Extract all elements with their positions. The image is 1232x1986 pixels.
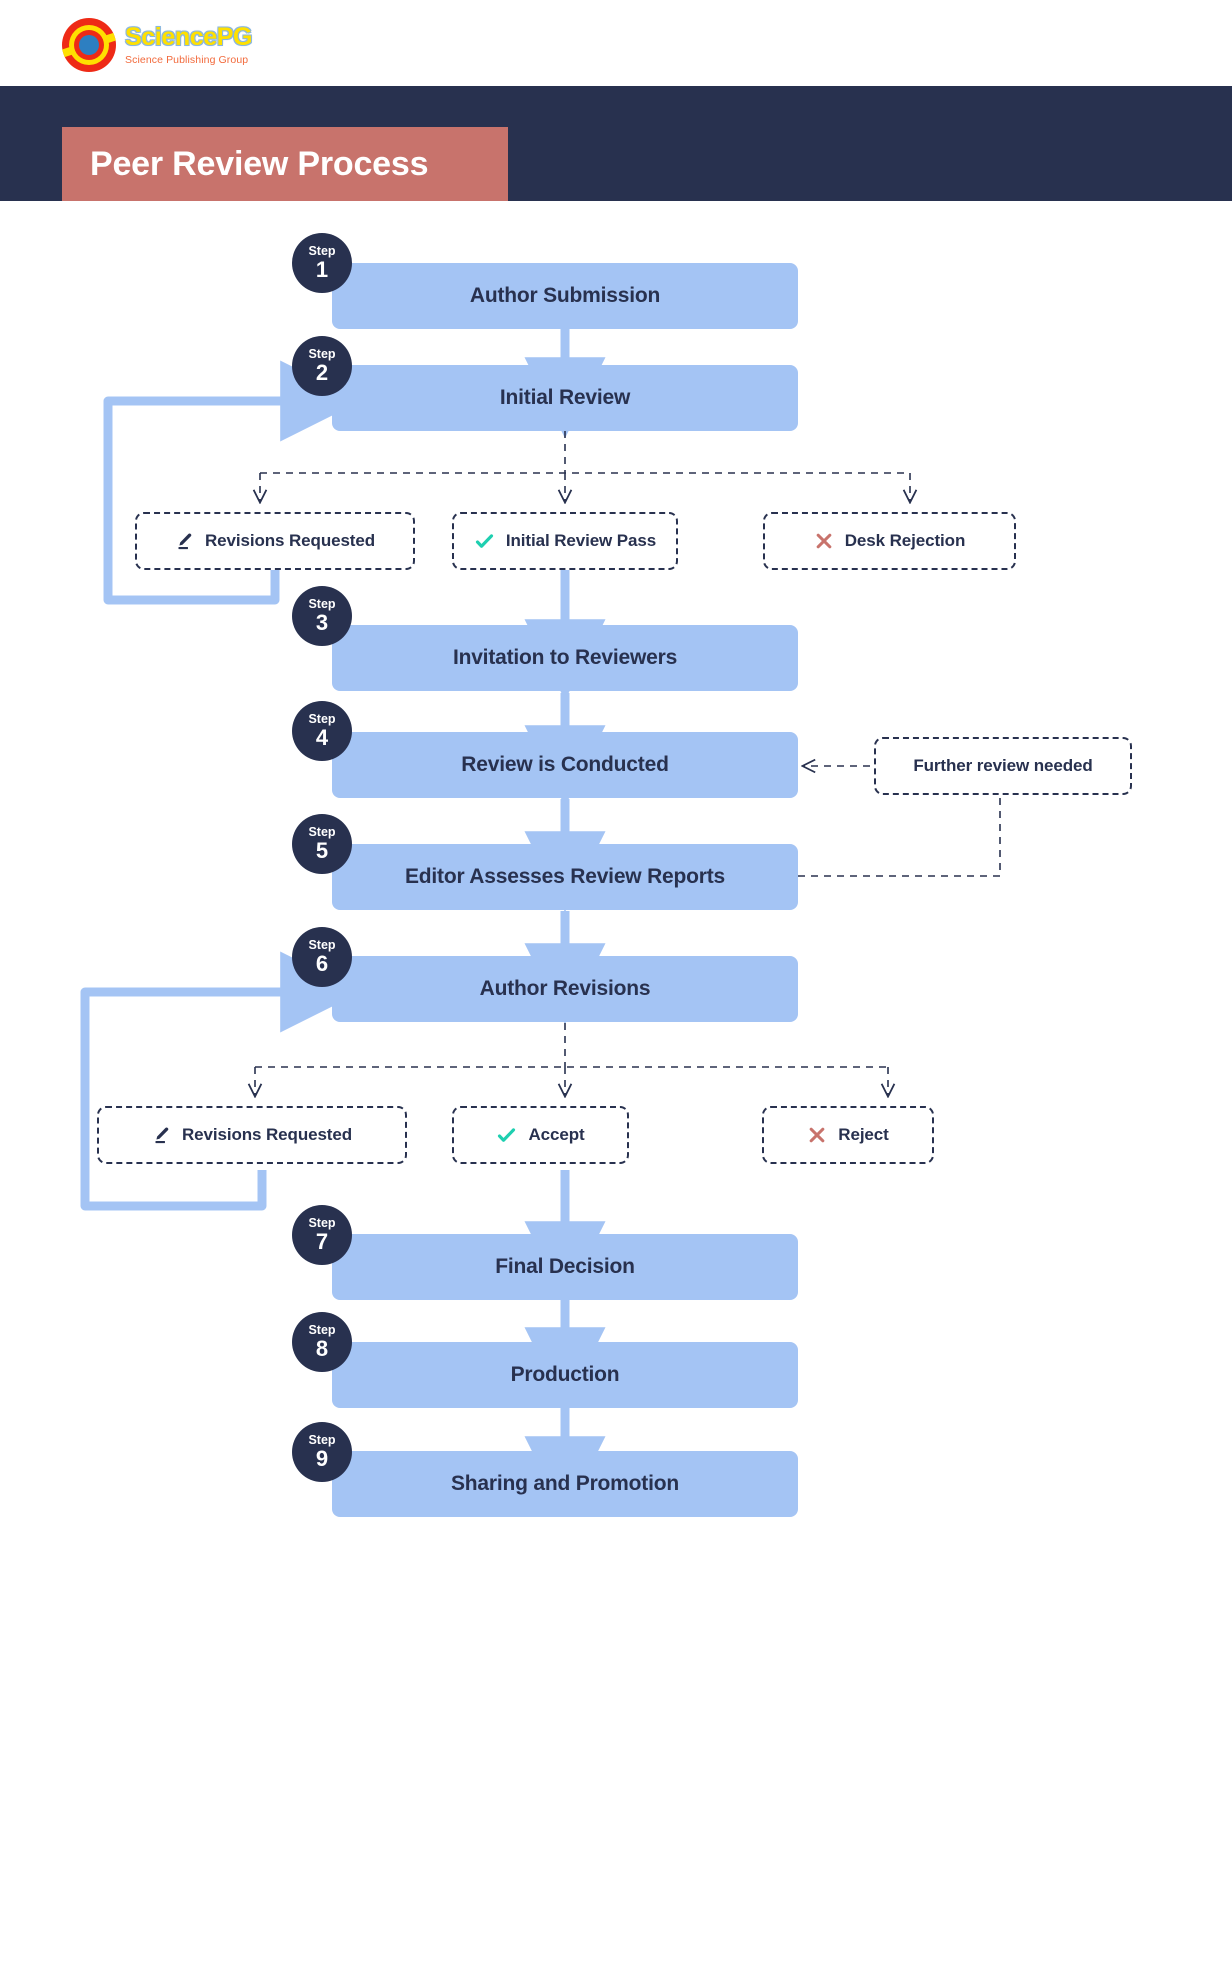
step-label-8: Production	[510, 1363, 620, 1386]
badge-word-1: Step	[308, 244, 336, 259]
step-badge-6[interactable]: Step 6	[292, 927, 352, 987]
brand-tagline: Science Publishing Group	[125, 53, 249, 66]
step-badge-8[interactable]: Step 8	[292, 1312, 352, 1372]
flow-connectors	[80, 329, 1001, 1518]
badge-number-6: 6	[315, 950, 329, 976]
step-badge-3[interactable]: Step 3	[292, 586, 352, 646]
side-note-further-review-needed[interactable]: Further review needed	[874, 737, 1132, 795]
outcome-chip-revisions-requested-2[interactable]: Revisions Requested	[97, 1106, 407, 1164]
badge-word-2: Step	[308, 347, 336, 362]
badge-word-7: Step	[308, 1216, 336, 1231]
badge-word-6: Step	[308, 938, 336, 953]
pencil-icon	[175, 532, 194, 551]
step-label-9: Sharing and Promotion	[451, 1472, 679, 1495]
step-label-2: Initial Review	[499, 386, 631, 409]
side-note-label: Further review needed	[913, 756, 1093, 775]
outcome-chip-desk-rejection[interactable]: Desk Rejection	[763, 512, 1016, 570]
sciencepg-logo-icon	[62, 18, 116, 72]
step-bar-6[interactable]: Author Revisions	[332, 956, 798, 1022]
brand-logo[interactable]: SciencePG Science Publishing Group	[62, 18, 292, 72]
step-bar-7[interactable]: Final Decision	[332, 1234, 798, 1300]
outcome-label-accept: Accept	[528, 1125, 585, 1144]
badge-number-7: 7	[315, 1228, 329, 1254]
step-label-7: Final Decision	[495, 1255, 635, 1278]
badge-number-2: 2	[315, 359, 329, 385]
badge-word-3: Step	[308, 597, 336, 612]
step-bar-8[interactable]: Production	[332, 1342, 798, 1408]
step-badge-7[interactable]: Step 7	[292, 1205, 352, 1265]
brand-wordmark: SciencePG Science Publishing Group	[125, 22, 253, 66]
outcome-label-revisions-requested-2: Revisions Requested	[181, 1125, 353, 1144]
outcome-label-desk-rejection: Desk Rejection	[844, 531, 966, 550]
flowchart-canvas: Author Submission Step 1 Initial Review …	[0, 201, 1232, 1986]
outcome-chip-revisions-requested-1[interactable]: Revisions Requested	[135, 512, 415, 570]
step-label-6: Author Revisions	[479, 977, 651, 1000]
page-title: Peer Review Process	[90, 144, 429, 183]
check-icon	[496, 1125, 517, 1146]
outcome-chip-initial-review-pass[interactable]: Initial Review Pass	[452, 512, 678, 570]
step-badge-5[interactable]: Step 5	[292, 814, 352, 874]
badge-number-8: 8	[315, 1335, 329, 1361]
badge-number-1: 1	[315, 256, 329, 282]
step-bar-5[interactable]: Editor Assesses Review Reports	[332, 844, 798, 910]
badge-number-5: 5	[315, 837, 329, 863]
step-bar-9[interactable]: Sharing and Promotion	[332, 1451, 798, 1517]
outcome-label-revisions-requested-1: Revisions Requested	[204, 531, 376, 550]
step-label-5: Editor Assesses Review Reports	[404, 865, 726, 888]
step-bar-2[interactable]: Initial Review	[332, 365, 798, 431]
step-bar-4[interactable]: Review is Conducted	[332, 732, 798, 798]
badge-word-5: Step	[308, 825, 336, 840]
pencil-icon	[152, 1126, 171, 1145]
badge-number-4: 4	[315, 724, 329, 750]
step-label-1: Author Submission	[469, 284, 661, 307]
outcome-label-reject: Reject	[838, 1125, 889, 1144]
outcome-chip-reject[interactable]: Reject	[762, 1106, 934, 1164]
badge-number-9: 9	[315, 1445, 329, 1471]
step-badge-4[interactable]: Step 4	[292, 701, 352, 761]
brand-name: SciencePG	[125, 22, 253, 51]
badge-number-3: 3	[315, 609, 329, 635]
cross-icon	[807, 1125, 827, 1145]
step-badge-2[interactable]: Step 2	[292, 336, 352, 396]
badge-word-4: Step	[308, 712, 336, 727]
check-icon	[474, 531, 495, 552]
step-bar-3[interactable]: Invitation to Reviewers	[332, 625, 798, 691]
badge-word-8: Step	[308, 1323, 336, 1338]
step-bar-1[interactable]: Author Submission	[332, 263, 798, 329]
step-badge-9[interactable]: Step 9	[292, 1422, 352, 1482]
step-badge-1[interactable]: Step 1	[292, 233, 352, 293]
outcome-chip-accept[interactable]: Accept	[452, 1106, 629, 1164]
title-plate: Peer Review Process	[62, 127, 508, 201]
cross-icon	[814, 531, 834, 551]
badge-word-9: Step	[308, 1433, 336, 1448]
outcome-label-initial-review-pass: Initial Review Pass	[505, 531, 657, 550]
logo-bar: SciencePG Science Publishing Group	[0, 0, 1232, 86]
step-label-3: Invitation to Reviewers	[452, 646, 678, 669]
step-label-4: Review is Conducted	[461, 753, 669, 776]
